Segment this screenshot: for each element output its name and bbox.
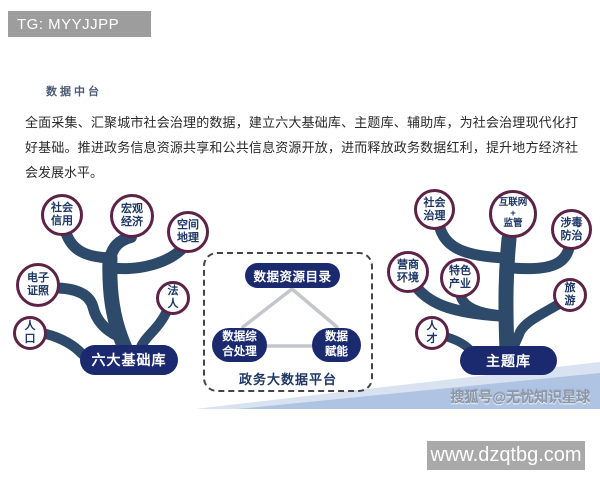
right-node-drug-prevention: 涉毒 防治 bbox=[551, 209, 592, 250]
right-node-tourism: 旅 游 bbox=[553, 278, 587, 312]
platform-data-processing-pill: 数据综 合处理 bbox=[212, 328, 267, 362]
platform-dashed-box bbox=[203, 252, 373, 392]
right-node-social-governance: 社会 治理 bbox=[414, 189, 455, 230]
right-node-special-industry: 特色 产业 bbox=[440, 258, 480, 298]
left-node-legal-person: 法 人 bbox=[156, 281, 190, 315]
left-node-social-credit: 社会 信用 bbox=[41, 194, 83, 236]
intro-paragraph: 全面采集、汇聚城市社会治理的数据，建立六大基础库、主题库、辅助库，为社会治理现代… bbox=[25, 115, 578, 180]
left-node-spatial-geography: 空间 地理 bbox=[167, 211, 209, 253]
left-node-e-certificates: 电子 证照 bbox=[16, 263, 60, 307]
right-node-business-environment: 营商 环境 bbox=[387, 251, 429, 293]
right-node-internet-regulation: 互联网 + 监管 bbox=[489, 190, 537, 238]
tg-watermark-banner: TG: MYYJJPP bbox=[8, 11, 151, 37]
platform-data-catalog-pill: 数据资源目录 bbox=[245, 263, 340, 288]
platform-label: 政务大数据平台 bbox=[238, 372, 337, 387]
left-node-population: 人 口 bbox=[13, 316, 47, 350]
platform-data-empowerment-pill: 数据 赋能 bbox=[312, 328, 361, 362]
left-node-macro-economy: 宏观 经济 bbox=[110, 194, 154, 238]
site-watermark: www.dzqtbg.com bbox=[427, 441, 585, 470]
page-title: 数据中台 bbox=[46, 86, 102, 98]
left-tree-branches bbox=[41, 227, 189, 359]
sohu-watermark: 搜狐号@无忧知识星球 bbox=[450, 389, 590, 405]
left-tree-root-pill: 六大基础库 bbox=[80, 345, 178, 375]
right-tree-root-pill: 主题库 bbox=[460, 346, 557, 375]
platform-triangle-connectors bbox=[241, 287, 339, 348]
right-node-talent: 人 才 bbox=[415, 316, 449, 350]
